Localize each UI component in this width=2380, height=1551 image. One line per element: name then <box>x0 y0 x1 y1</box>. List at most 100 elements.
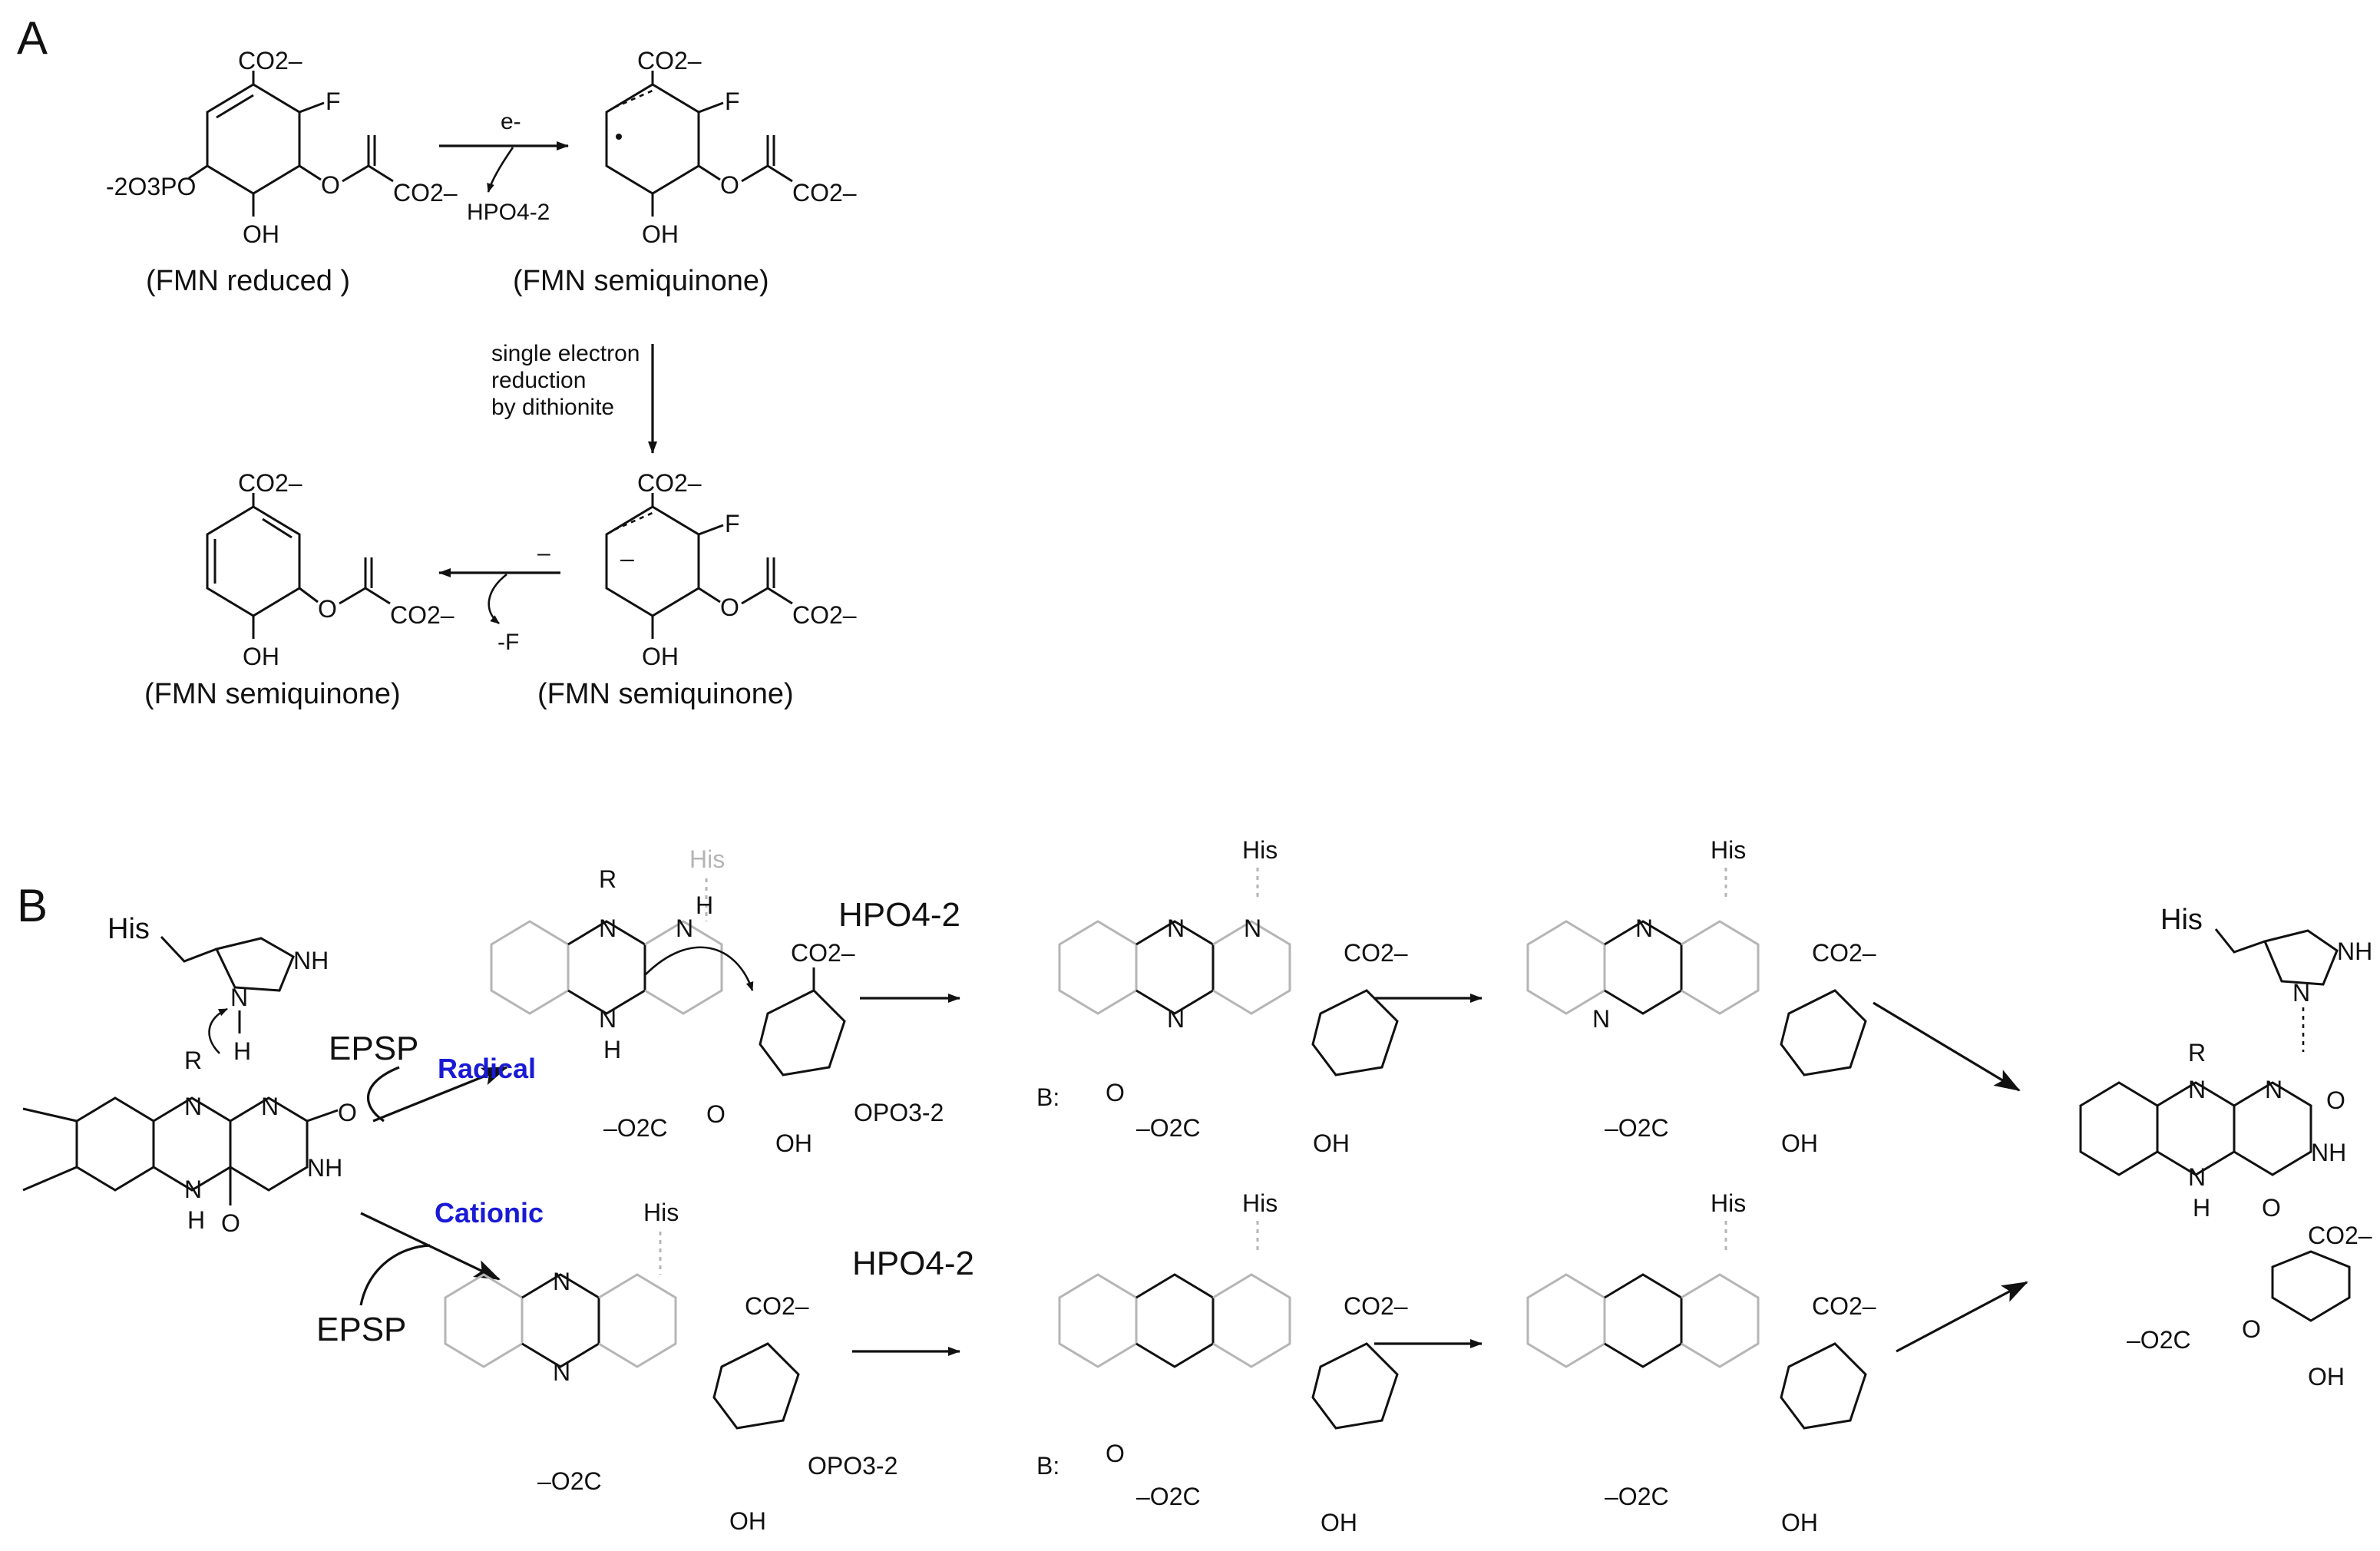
n3-label: NH <box>307 1154 342 1182</box>
his-linker <box>160 935 217 963</box>
converge-arrow-bottom <box>1896 1281 2028 1353</box>
his-label: His <box>1242 836 1278 864</box>
carbonyl-o: O <box>221 1209 240 1237</box>
phosphate-label: OPO3-2 <box>854 1099 944 1126</box>
enolpyruvyl <box>741 164 793 183</box>
hydroxyl-label: OH <box>642 643 679 670</box>
r-group: R <box>2188 1039 2206 1067</box>
n10-label: N <box>184 1176 202 1203</box>
n5-label: N <box>553 1268 570 1295</box>
carboxylate-label: CO2– <box>1344 1292 1408 1320</box>
hydroxyl-label: OH <box>642 220 679 248</box>
epsp-label-top: EPSP <box>329 1030 418 1067</box>
his-label: His <box>107 913 150 945</box>
benzene-ring <box>444 1273 524 1368</box>
pyrimidine-ring <box>598 1273 677 1368</box>
electron-label: e- <box>501 109 521 134</box>
pyrazine-ring <box>1604 1273 1683 1368</box>
hydroxyl-label: OH <box>243 643 279 670</box>
n10-label: N <box>1592 1005 1610 1033</box>
pyrazine-ring <box>1135 920 1215 1015</box>
pyrazine-ring <box>567 920 646 1015</box>
his-label: His <box>643 1199 679 1226</box>
r-group: R <box>184 1047 202 1074</box>
double-bond <box>262 518 293 539</box>
epsp-ring <box>1780 989 1867 1076</box>
curved-arrow <box>644 946 754 991</box>
his-label: His <box>1711 1189 1746 1217</box>
imidazole-n: N <box>2292 979 2310 1007</box>
epsp-label-bottom: EPSP <box>316 1311 406 1348</box>
imidazole-nh: NH <box>293 947 329 974</box>
enolpyruvyl-carboxylate: –O2C <box>2127 1326 2191 1354</box>
pyrimidine-ring <box>1212 920 1291 1015</box>
benzene-ring <box>1058 1273 1138 1368</box>
enolpyruvyl <box>741 587 793 605</box>
leaving-fluoride-label: -F <box>497 630 519 655</box>
ether-oxygen-label: O <box>321 171 340 199</box>
anion-charge: – <box>620 544 634 572</box>
panel-b: His NH N H N N H R N NH O O EPSP <box>22 836 2372 1536</box>
benzene-ring <box>75 1096 155 1192</box>
caption-fmn-semiquinone-2: (FMN semiquinone) <box>537 678 794 710</box>
n3-label: NH <box>2311 1139 2346 1166</box>
delocalized-bond <box>613 511 653 531</box>
base-label: B: <box>1036 1452 1059 1480</box>
carbonyl-o: O <box>338 1099 357 1126</box>
imidazole-n-plus: N <box>230 984 248 1011</box>
carboxylate-label: CO2– <box>393 179 458 207</box>
carboxylate-label: CO2– <box>238 469 302 497</box>
hydroxyl-label: OH <box>2308 1363 2345 1391</box>
leaving-phosphate-label: HPO4-2 <box>467 200 550 225</box>
imidazole-h: H <box>233 1037 251 1065</box>
n10-h: H <box>187 1206 205 1234</box>
converge-arrow-top <box>1873 1001 2021 1092</box>
pyrimidine-ring <box>1681 920 1760 1015</box>
base-label: B: <box>1036 1083 1059 1111</box>
benzene-ring <box>1058 920 1138 1015</box>
ether-oxygen-label: O <box>2242 1315 2261 1343</box>
his-label: His <box>689 845 725 873</box>
ether-oxygen-label: O <box>720 594 739 621</box>
bond <box>299 164 322 181</box>
n1-label: N <box>1244 914 1261 942</box>
pyrazine-ring <box>2157 1081 2236 1176</box>
pyrimidine-ring <box>2233 1081 2312 1176</box>
carboxylate-label: CO2– <box>791 939 855 967</box>
ether-oxygen-label: O <box>706 1100 726 1128</box>
carboxylate-label: CO2– <box>792 601 857 629</box>
carboxylate-label: CO2– <box>637 47 702 74</box>
bond <box>299 587 319 604</box>
caption-fmn-semiquinone-1: (FMN semiquinone) <box>513 265 769 297</box>
branch-arrow-radical <box>372 1066 508 1123</box>
hydroxyl-label: OH <box>1313 1129 1350 1157</box>
leaving-phosphate-bottom: HPO4-2 <box>852 1245 974 1282</box>
enolpyruvyl-carboxylate: –O2C <box>1605 1114 1669 1142</box>
ether-oxygen-label: O <box>720 171 739 199</box>
hydroxyl-label: OH <box>775 1129 812 1157</box>
charge-label: – <box>537 541 550 566</box>
bond <box>299 101 325 114</box>
pyrazine-ring <box>1604 920 1683 1015</box>
enolpyruvyl-carboxylate: –O2C <box>537 1467 602 1495</box>
his-label: His <box>1711 836 1746 864</box>
carboxylate-label: CO2– <box>2308 1222 2372 1249</box>
n10-label: N <box>553 1358 570 1386</box>
carboxylate-label: CO2– <box>1812 1292 1876 1320</box>
methyl <box>22 1107 78 1123</box>
carboxylate-label: CO2– <box>792 179 857 207</box>
phosphate-ester-label: -2O3PO <box>106 173 196 200</box>
his-label: His <box>2160 904 2203 936</box>
water-oxygen: O <box>1106 1079 1125 1106</box>
enolpyruvyl-carboxylate: –O2C <box>1136 1483 1201 1510</box>
pyrazine-ring <box>1135 1273 1215 1368</box>
hydroxyl-label: OH <box>729 1507 766 1535</box>
methyl <box>22 1166 78 1192</box>
carboxylate-label: CO2– <box>1812 939 1876 967</box>
n5-label: N <box>2188 1076 2206 1103</box>
imidazole-nh: NH <box>2337 938 2372 965</box>
epsp-ring <box>712 1342 800 1430</box>
leaving-phosphate-top: HPO4-2 <box>838 896 960 934</box>
n10-h: H <box>603 1036 621 1063</box>
